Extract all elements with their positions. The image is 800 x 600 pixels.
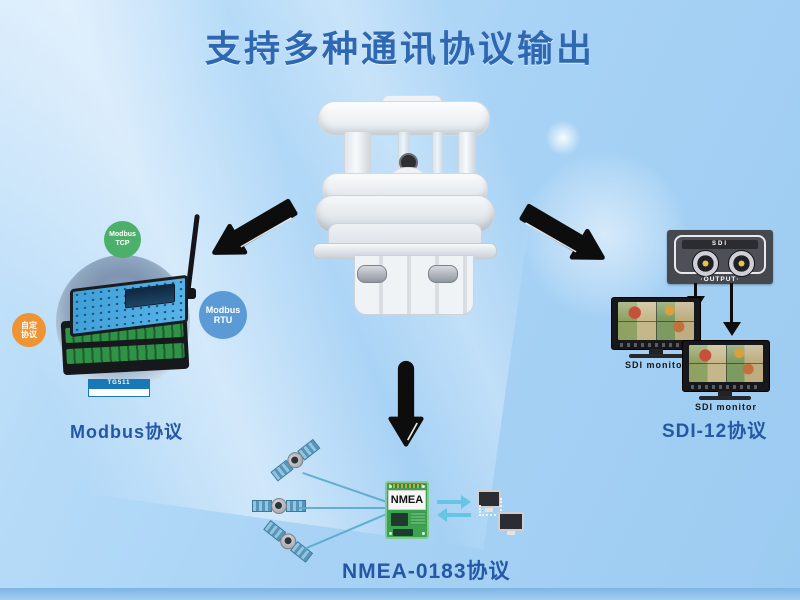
sdi-output-box: SDI ·OUTPUT· bbox=[667, 230, 773, 284]
down-arrow-icon bbox=[388, 360, 424, 447]
tg511-datalogger-image: TG511 bbox=[60, 213, 200, 400]
pcb-mount-hole bbox=[389, 532, 392, 535]
modbus-rtu-bubble: Modbus RTU bbox=[199, 291, 247, 339]
sdi-monitor-2: SDI monitor bbox=[682, 340, 770, 416]
terminal-block-row bbox=[66, 342, 185, 365]
data-flow-right-arrow-icon bbox=[437, 495, 471, 509]
connector-plug-icon bbox=[357, 265, 387, 283]
pcb-mount-hole bbox=[389, 485, 392, 488]
pcb-pin-header bbox=[389, 484, 425, 488]
bubble-text: Modbus bbox=[109, 231, 136, 239]
monitor-buttons bbox=[691, 385, 761, 389]
modbus-protocol-label: Modbus协议 bbox=[70, 422, 183, 442]
network-dashed-line bbox=[479, 514, 496, 516]
monitor-stand bbox=[718, 391, 732, 396]
sdi-cable bbox=[730, 283, 733, 322]
nmea-module-image: NMEA bbox=[385, 481, 429, 539]
bubble-text: TCP bbox=[115, 239, 130, 247]
device-model-plate: TG511 bbox=[88, 379, 150, 388]
monitor-bezel bbox=[682, 340, 770, 392]
monitor-buttons bbox=[620, 343, 692, 347]
sdi-monitor-label: SDI monitor bbox=[625, 360, 687, 370]
satellite-icon bbox=[263, 518, 314, 563]
device-model-plate-box bbox=[88, 388, 150, 397]
monitor-stand bbox=[649, 349, 663, 354]
bubble-text: Modbus bbox=[205, 304, 241, 315]
sdi-output-label: ·OUTPUT· bbox=[700, 276, 740, 283]
bnc-connector-icon bbox=[692, 250, 719, 277]
bubble-text: RTU bbox=[213, 315, 233, 325]
sdi-output-panel: SDI bbox=[674, 235, 766, 277]
sdi-cable-arrowhead bbox=[723, 322, 741, 336]
monitor-base bbox=[629, 354, 683, 358]
sdi-cable bbox=[694, 283, 697, 296]
solar-panel bbox=[286, 500, 306, 512]
pcb-antenna-pad bbox=[411, 512, 425, 525]
sdi-monitor-label: SDI monitor bbox=[695, 402, 757, 412]
sdi12-protocol-label: SDI-12协议 bbox=[662, 421, 768, 442]
datalogger-lcd bbox=[125, 283, 175, 309]
computer-stand bbox=[507, 531, 515, 535]
weather-station-mount bbox=[354, 255, 474, 315]
modbus-tcp-bubble: Modbus TCP bbox=[104, 221, 141, 258]
satellite-icon bbox=[252, 497, 306, 514]
monitor-base bbox=[699, 396, 751, 400]
lens-flare-dot-decor bbox=[545, 120, 581, 156]
pcb-mount-hole bbox=[422, 532, 425, 535]
page-title: 支持多种通讯协议输出 bbox=[204, 28, 595, 69]
computer-stand bbox=[485, 508, 493, 512]
bubble-text: 协议 bbox=[21, 330, 37, 339]
bnc-connector-icon bbox=[728, 250, 755, 277]
data-flow-left-arrow-icon bbox=[437, 508, 471, 522]
bubble-text: 自定 bbox=[21, 320, 37, 330]
monitor-quad-divider bbox=[618, 302, 694, 340]
sdi-box-title: SDI bbox=[682, 240, 758, 249]
pcb-chip bbox=[391, 513, 408, 526]
down-left-arrow-icon bbox=[212, 198, 298, 255]
nmea-module-label: NMEA bbox=[388, 490, 426, 510]
pcb-mount-hole bbox=[422, 485, 425, 488]
monitor-quad-divider bbox=[689, 345, 763, 382]
footer-bar bbox=[0, 588, 800, 600]
network-dashed-line bbox=[500, 498, 502, 511]
antenna-base bbox=[182, 288, 196, 299]
solar-panel bbox=[252, 500, 272, 512]
custom-protocol-bubble: 自定 协议 bbox=[12, 313, 46, 347]
computer-screen bbox=[498, 512, 524, 531]
pcb-chip bbox=[393, 529, 413, 536]
connector-plug-icon bbox=[428, 265, 458, 283]
down-right-arrow-icon bbox=[519, 203, 605, 260]
nmea-protocol-label: NMEA-0183协议 bbox=[342, 560, 511, 583]
satellite-signal-line bbox=[299, 507, 387, 509]
network-dashed-line bbox=[479, 505, 481, 513]
weather-station-image bbox=[298, 95, 510, 315]
satellite-dish bbox=[275, 502, 282, 509]
